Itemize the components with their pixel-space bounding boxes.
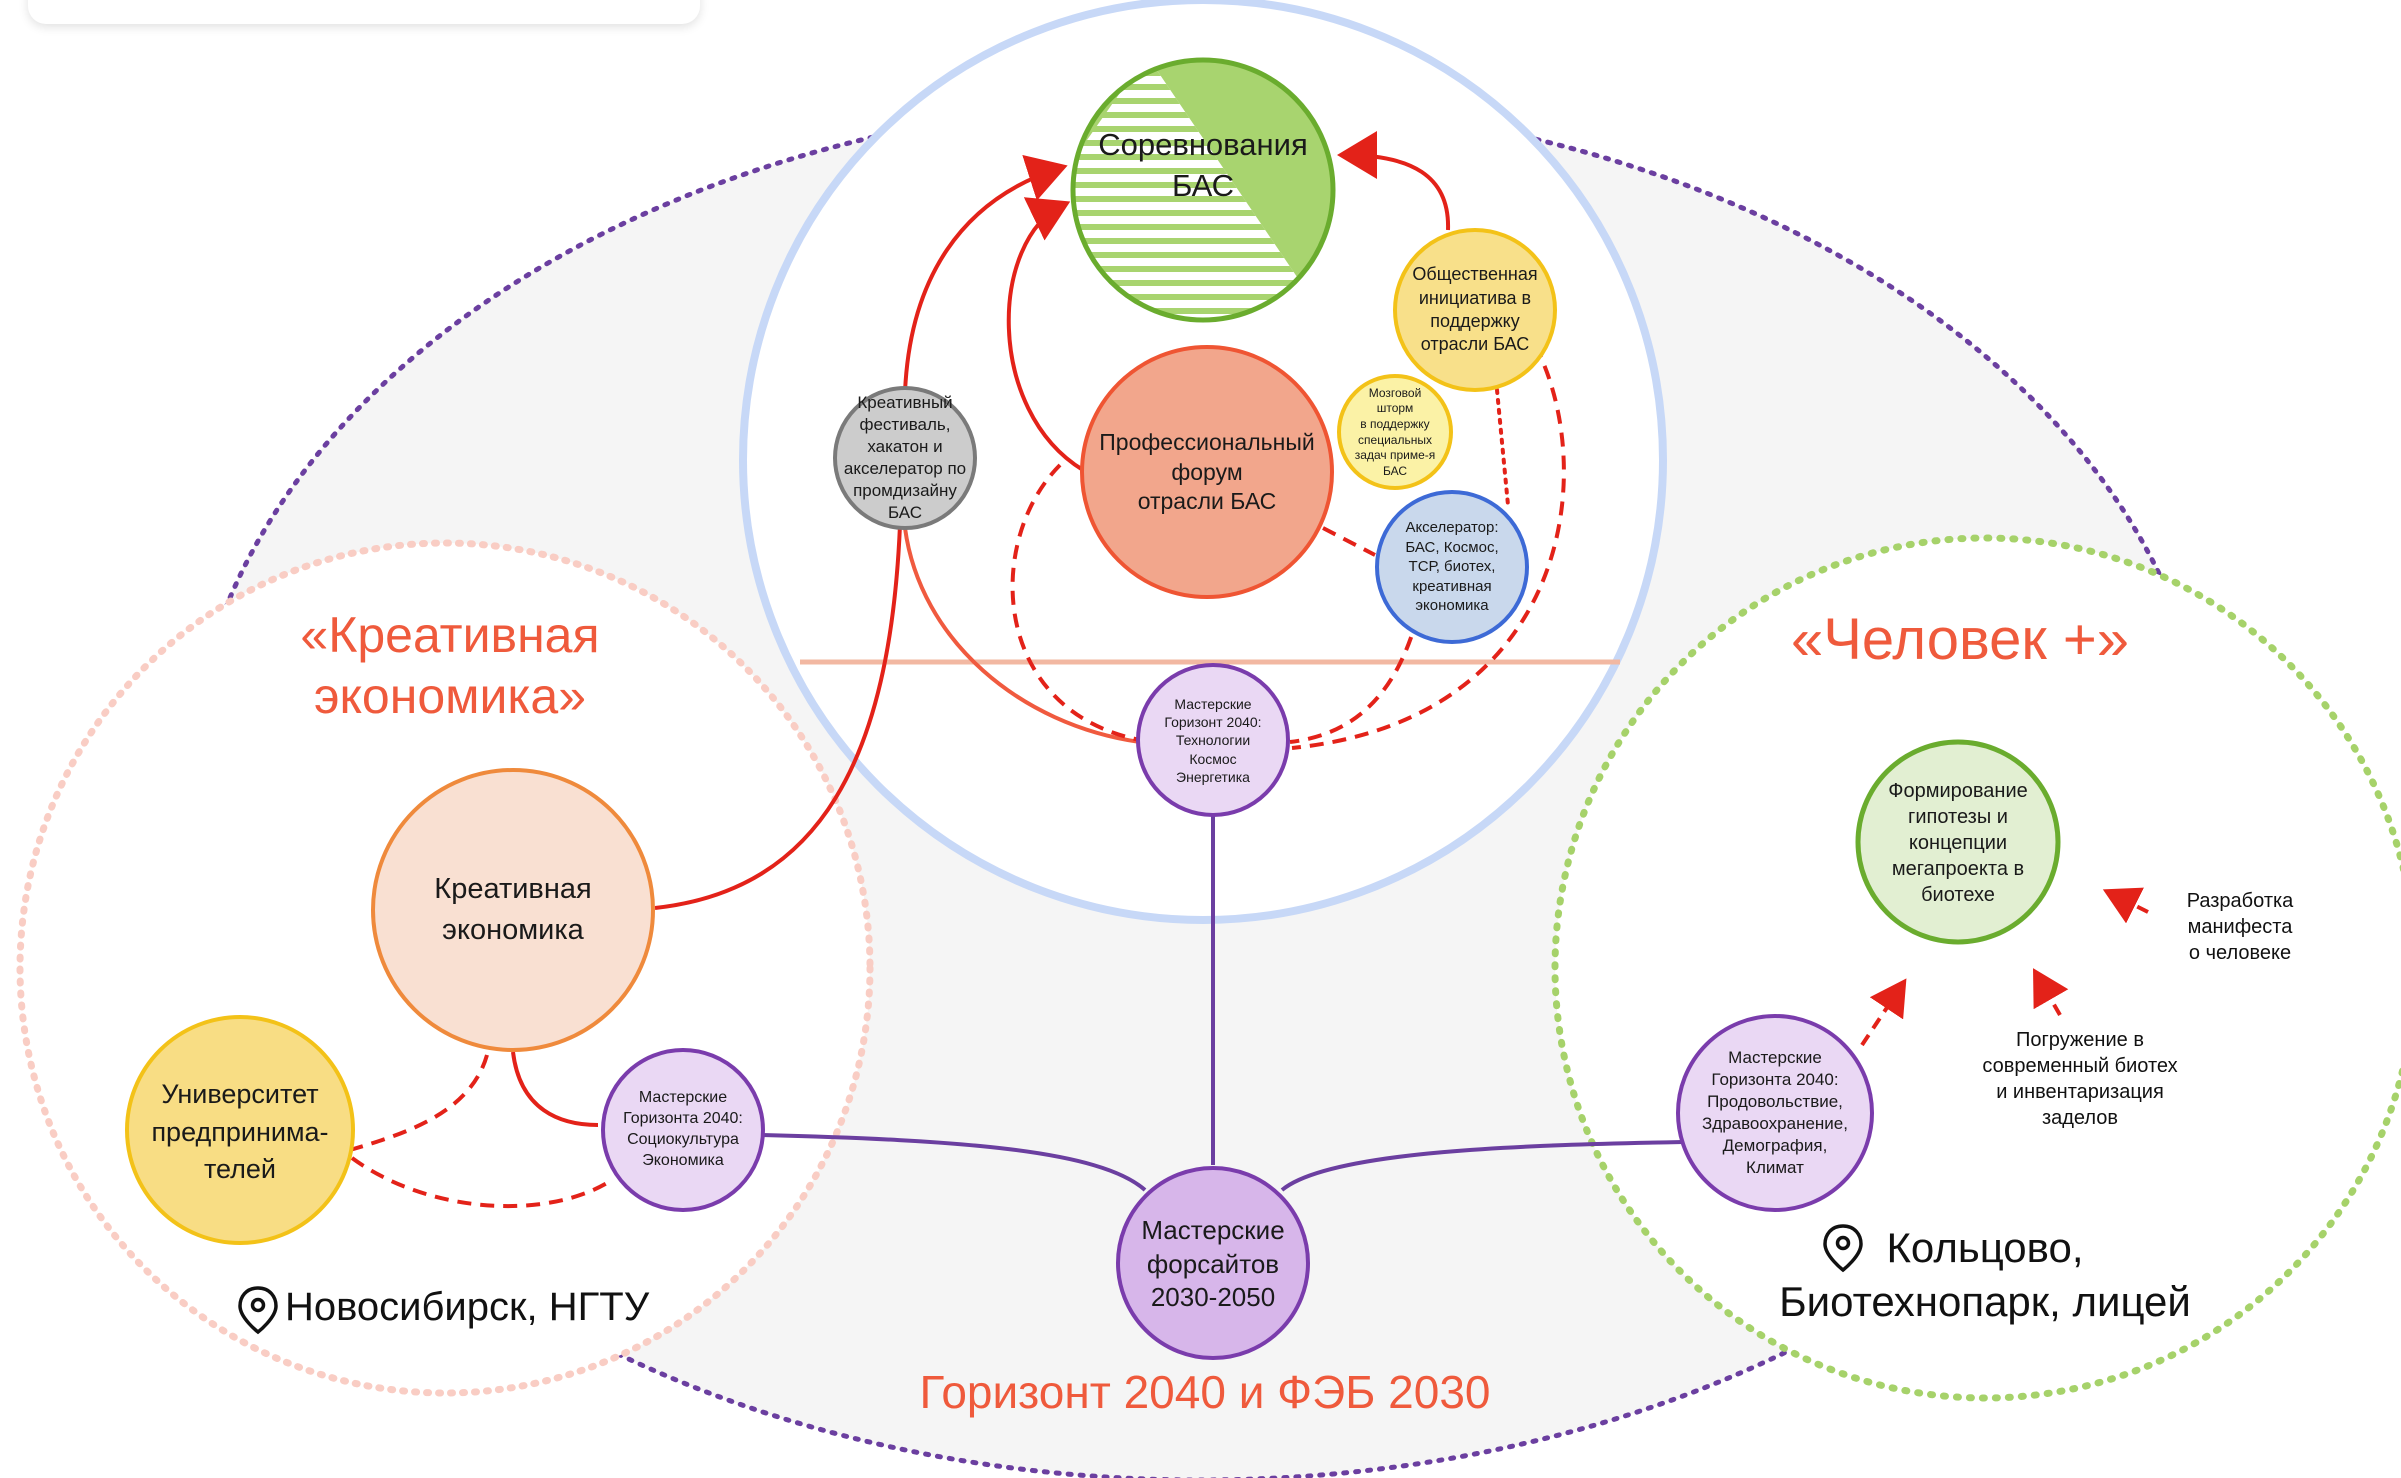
label-workshops-foresight: Мастерские форсайтов 2030-2050 (1141, 1214, 1285, 1313)
link-university-socio-dashed (350, 1156, 614, 1209)
node-creative-economy (371, 768, 655, 1052)
node-workshops-food (1676, 1014, 1874, 1212)
label-forum: Профессиональный форум отрасли БАС (1099, 428, 1315, 515)
label-university: Университет предпринима- телей (151, 1078, 329, 1185)
label-creative-economy: Креативная экономика (434, 873, 592, 946)
label-public-initiative: Общественная инициатива в поддержку отра… (1412, 264, 1538, 355)
node-hypothesis (1855, 739, 2061, 945)
link-food-foresight (1280, 1140, 1684, 1192)
note-manifesto: Разработка манифеста о человеке (2186, 890, 2294, 964)
map-pin-icon (1823, 1224, 1863, 1273)
label-workshops-socio: Мастерские Горизонта 2040: Социокультура… (623, 1089, 743, 1169)
human-region-title: «Человек +» (1790, 607, 2130, 672)
center-region-title: Горизонт 2040 и ФЭБ 2030 (919, 1366, 1491, 1418)
label-workshops-tech: Мастерские Горизонт 2040: Технологии Кос… (1164, 696, 1262, 785)
link-forum-tech-dashed (1010, 463, 1141, 742)
link-festival-competitions (903, 154, 1068, 393)
note-immersion: Погружение в современный биотех и инвент… (1982, 1029, 2178, 1129)
node-brainstorm (1337, 374, 1453, 490)
node-accelerator (1375, 490, 1529, 644)
label-competitions: Соревнования БАС (1098, 127, 1308, 203)
link-creative-socio (511, 1051, 599, 1127)
link-initiative-competitions (1337, 131, 1451, 231)
node-public-initiative (1393, 228, 1557, 392)
link-initiative-accel-dotted (1495, 388, 1510, 507)
location-novosibirsk: Новосибирск, НГТУ (285, 1284, 650, 1329)
arrow-food-hypothesis (1860, 978, 1907, 1047)
arrow-immersion (2033, 968, 2069, 1016)
node-forum (1080, 345, 1334, 599)
node-university (125, 1015, 355, 1245)
label-workshops-food: Мастерские Горизонта 2040: Продовольстви… (1702, 1047, 1848, 1178)
label-accelerator: Акселератор: БАС, Космос, ТСР, биотех, к… (1405, 519, 1499, 615)
creative-region-title: «Креативная экономика» (300, 607, 600, 724)
node-festival (833, 386, 977, 530)
link-creative-festival (654, 524, 902, 910)
node-workshops-socio (601, 1048, 765, 1212)
arrow-manifesto (2102, 887, 2149, 924)
node-workshops-foresight (1116, 1166, 1310, 1360)
link-festival-tech (903, 527, 1141, 744)
link-forum-competitions (1006, 197, 1085, 472)
link-forum-accel-dashed (1322, 526, 1376, 557)
location-koltsovo: Кольцово, Биотехнопарк, лицей (1779, 1224, 2191, 1325)
node-workshops-tech (1136, 663, 1290, 817)
node-competitions (1070, 57, 1336, 323)
label-festival: Креативный фестиваль, хакатон и акселера… (843, 392, 967, 523)
link-socio-foresight (761, 1133, 1147, 1192)
top-card (28, 0, 700, 24)
map-pin-icon (238, 1286, 278, 1335)
link-accel-tech-dashed (1289, 614, 1420, 744)
label-hypothesis: Формирование гипотезы и концепции мегапр… (1888, 779, 2028, 906)
label-brainstorm: Мозговой шторм в поддержку специальных з… (1354, 385, 1436, 478)
